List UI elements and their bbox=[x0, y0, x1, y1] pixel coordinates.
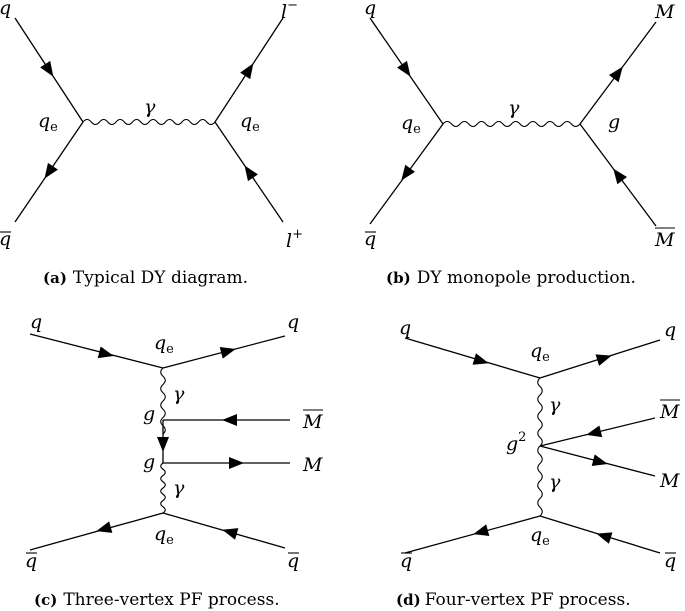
panel-c-label-qbar-right: q bbox=[287, 550, 299, 572]
panel-a-label-right-coupling: qe bbox=[240, 110, 260, 135]
panel-d-arrow-quark-in bbox=[472, 353, 489, 365]
panel-a-arrow-lepton-minus bbox=[240, 63, 254, 80]
panel-c-label-qbar-left: q bbox=[25, 550, 37, 572]
panel-b-arrow-antiquark bbox=[401, 164, 415, 181]
panel-c-caption: (c)Three-vertex PF process. bbox=[34, 590, 280, 610]
panel-a-label-qbar: q bbox=[0, 228, 11, 250]
panel-b-label-right-coupling: g bbox=[608, 111, 620, 133]
panel-a-label-lepton-plus: l+ bbox=[286, 227, 303, 252]
panel-d-arrow-antiquark-out bbox=[473, 524, 490, 536]
panel-d-arrow-quark-out bbox=[595, 354, 612, 366]
panel-d-arrow-antimonopole bbox=[586, 425, 603, 438]
panel-c-label-g-lower: g bbox=[143, 451, 155, 473]
panel-c-photon-top bbox=[160, 367, 166, 435]
panel-d-caption: (d)Four-vertex PF process. bbox=[396, 590, 631, 610]
panel-d-label-q-out: q bbox=[664, 319, 676, 341]
panel-c-arrow-monopole bbox=[229, 457, 244, 469]
panel-a: q q γ qe qe l− l+ (a)Typical DY diagram. bbox=[0, 0, 303, 288]
panel-d-label-qbar-left: q bbox=[400, 550, 412, 572]
panel-d-label-q-in: q bbox=[399, 317, 411, 339]
panel-d-arrow-monopole bbox=[591, 454, 608, 467]
panel-c-label-q-in: q bbox=[30, 311, 42, 333]
panel-c-arrow-antiquark-out bbox=[96, 521, 113, 533]
panel-c-arrow-antiquark-in bbox=[222, 528, 239, 540]
panel-c-label-top-coupling: qe bbox=[154, 332, 174, 357]
panel-a-label-left-coupling: qe bbox=[38, 110, 58, 135]
panel-b-label-photon: γ bbox=[508, 97, 520, 119]
panel-c-label-q-out: q bbox=[287, 311, 299, 333]
panel-c-arrow-quark-out bbox=[219, 346, 236, 359]
panel-a-label-q-in: q bbox=[0, 0, 11, 19]
panel-c-label-photon-bottom: γ bbox=[173, 477, 185, 499]
panel-c: q q qe γ g g M M γ qe q q (c)Three-verte… bbox=[25, 311, 323, 610]
panel-c-label-bottom-coupling: qe bbox=[154, 523, 174, 548]
panel-d-antiquark-out-line bbox=[404, 515, 541, 554]
panel-c-arrow-antimonopole bbox=[222, 414, 237, 426]
panel-c-label-photon-top: γ bbox=[173, 383, 185, 405]
panel-c-antiquark-out-line bbox=[29, 512, 164, 551]
panel-a-caption: (a)Typical DY diagram. bbox=[43, 268, 248, 288]
panel-b-arrow-antimonopole bbox=[613, 168, 627, 185]
panel-d-photon-bottom bbox=[537, 445, 543, 517]
panel-d-quark-in-line bbox=[404, 337, 541, 379]
panel-c-photon-bottom bbox=[160, 462, 166, 514]
panel-b: q q γ qe g M M (b)DY monopole production… bbox=[364, 0, 675, 288]
panel-d-photon-top bbox=[537, 377, 543, 447]
panel-a-photon-propagator bbox=[82, 118, 216, 126]
panel-a-arrow-quark-in bbox=[40, 60, 54, 77]
panel-b-label-qbar: q bbox=[364, 228, 376, 250]
panel-b-arrow-quark-in bbox=[397, 60, 411, 77]
panel-d-label-photon-bottom: γ bbox=[549, 471, 561, 493]
panel-a-arrow-antiquark bbox=[44, 162, 58, 179]
panel-a-label-photon: γ bbox=[144, 96, 156, 118]
panel-d-label-monopole: M bbox=[659, 470, 680, 492]
panel-a-label-lepton-minus: l− bbox=[281, 0, 298, 23]
panel-c-arrow-monopole-propagator bbox=[157, 437, 169, 452]
panel-d-label-top-coupling: qe bbox=[530, 340, 550, 365]
panel-c-quark-in-line bbox=[29, 333, 164, 369]
panel-c-label-monopole: M bbox=[302, 454, 323, 476]
panel-b-photon-propagator bbox=[442, 120, 581, 128]
panel-d-label-g-squared: g2 bbox=[506, 430, 526, 455]
panel-b-label-q-in: q bbox=[364, 0, 376, 19]
panel-b-arrow-monopole bbox=[609, 66, 623, 83]
panel-c-label-antimonopole: M bbox=[302, 411, 323, 433]
panel-c-arrow-quark-in bbox=[97, 346, 114, 359]
panel-d-label-bottom-coupling: qe bbox=[530, 524, 550, 549]
panel-c-label-g-upper: g bbox=[143, 403, 155, 425]
panel-d-arrow-antiquark-in bbox=[596, 532, 613, 544]
panel-b-label-monopole: M bbox=[654, 1, 675, 23]
panel-d-label-photon-top: γ bbox=[549, 394, 561, 416]
panel-d-label-antimonopole: M bbox=[659, 401, 680, 423]
panel-d: q q qe γ g2 M M γ qe q q (d)Four-vertex … bbox=[396, 317, 680, 610]
panel-b-caption: (b)DY monopole production. bbox=[386, 268, 636, 288]
panel-a-arrow-lepton-plus bbox=[244, 165, 258, 182]
panel-b-label-antimonopole: M bbox=[654, 229, 675, 251]
panel-b-label-left-coupling: qe bbox=[401, 112, 421, 137]
panel-d-label-qbar-right: q bbox=[664, 550, 676, 572]
